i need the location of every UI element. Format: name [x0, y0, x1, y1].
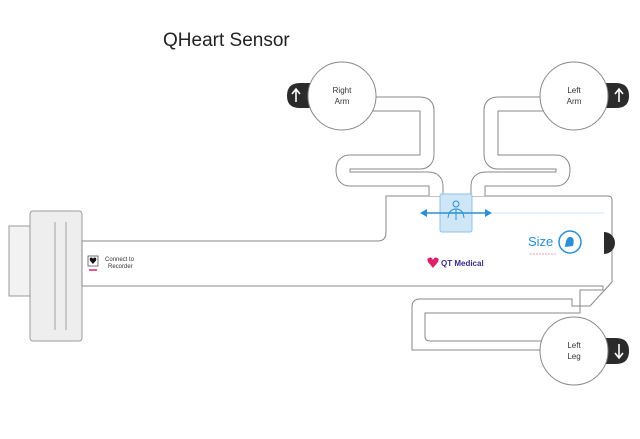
heart-icon	[89, 257, 97, 264]
arrow-up-icon	[291, 87, 301, 102]
arrow-down-icon	[614, 344, 624, 360]
recorder-plug	[8, 210, 83, 342]
left-leg-label-2: Leg	[567, 352, 580, 361]
connect-label-1: Connect to	[105, 257, 135, 263]
left-arm-label-2: Arm	[567, 97, 582, 106]
left-arm-label-1: Left	[567, 86, 581, 95]
left-arm-electrode: Left Arm	[539, 61, 629, 131]
diagram-title: QHeart Sensor	[163, 30, 290, 51]
size-label: Size	[528, 234, 553, 249]
left-leg-label-1: Left	[567, 341, 581, 350]
heart-icon	[427, 257, 439, 268]
connect-label-2: Recorder	[108, 264, 133, 270]
left-leg-electrode: Left Leg	[539, 316, 629, 386]
center-sensor-pad	[420, 193, 604, 233]
size-hand-icon	[558, 230, 582, 254]
size-indicator: Size	[528, 230, 582, 255]
right-arm-label-2: Arm	[335, 97, 350, 106]
right-arm-electrode: Right Arm	[287, 61, 377, 131]
brand-name: QT Medical	[441, 259, 484, 268]
brand-logo: QT Medical	[427, 257, 484, 268]
right-arm-label-1: Right	[333, 86, 352, 95]
connect-to-recorder: Connect to Recorder	[87, 255, 135, 271]
right-edge-clip	[604, 232, 615, 254]
sensor-body	[81, 195, 613, 351]
arrow-up-icon	[614, 87, 624, 102]
